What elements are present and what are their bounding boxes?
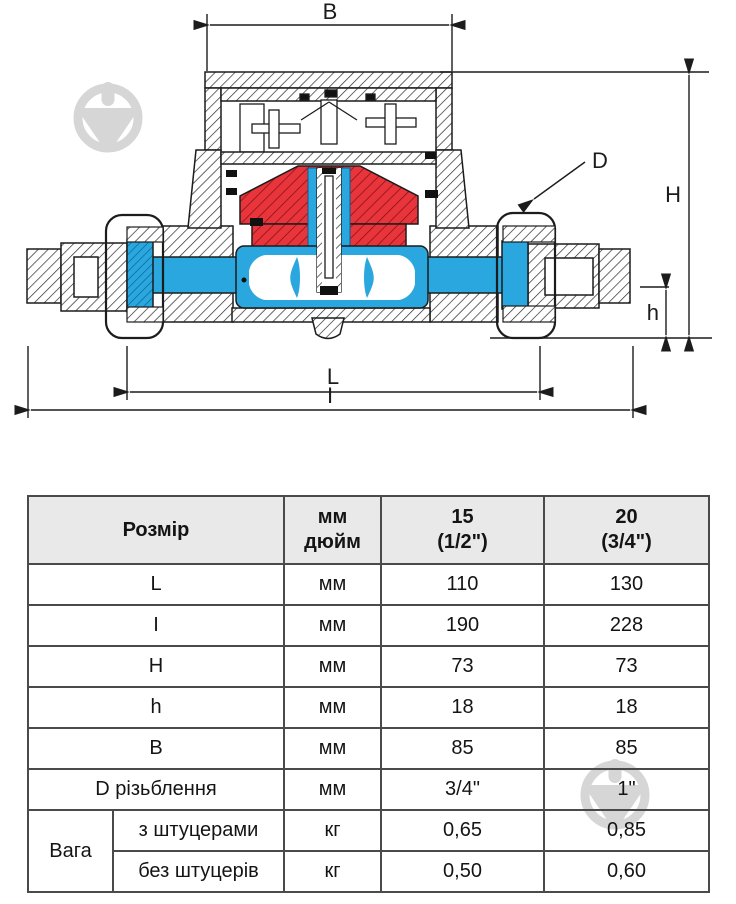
nut-liner-left: [126, 239, 154, 313]
row-unit: кг: [283, 809, 382, 852]
row-name: I: [27, 604, 285, 647]
dim-label-i: I: [327, 383, 333, 408]
table-header-row: Розмір мм дюйм 15 (1/2") 20 (3/4"): [27, 495, 710, 565]
row-dn20: 1": [543, 768, 710, 811]
row-dn15: 110: [380, 563, 545, 606]
row-unit: мм: [283, 604, 382, 647]
nut-grip-sections: [126, 225, 556, 323]
dim-label-h-big: H: [665, 182, 681, 207]
dim-label-b: B: [323, 0, 338, 24]
row-dn20: 73: [543, 645, 710, 688]
spec-table: Розмір мм дюйм 15 (1/2") 20 (3/4") L мм …: [27, 495, 710, 893]
header-size: Розмір: [27, 495, 285, 565]
register-mechanism: [239, 89, 417, 153]
dimension-h-big: H: [440, 58, 712, 352]
row-dn20: 18: [543, 686, 710, 729]
coupling-nut-left: [104, 213, 165, 340]
dim-label-l: L: [327, 364, 339, 389]
row-unit: мм: [283, 645, 382, 688]
table-row-weight: без штуцерів кг 0,50 0,60: [28, 850, 710, 893]
row-dn20: 228: [543, 604, 710, 647]
row-dn15: 73: [380, 645, 545, 688]
row-dn20: 0,60: [543, 850, 710, 893]
spindle-column: [316, 167, 342, 295]
row-unit: мм: [283, 727, 382, 770]
row-dn15: 18: [380, 686, 545, 729]
header-dn15: 15 (1/2"): [380, 495, 545, 565]
meter-head: [187, 71, 470, 229]
row-dn15: 85: [380, 727, 545, 770]
header-dn15-line1: 15: [451, 506, 474, 528]
header-dn15-line2: (1/2"): [437, 531, 488, 553]
dimension-b: B: [193, 0, 466, 71]
dimension-i: I: [14, 346, 647, 418]
table-row: L мм 110 130: [27, 563, 710, 606]
table-row: B мм 85 85: [27, 727, 710, 770]
drain-boss: [311, 317, 345, 340]
table-row-weight: Вага з штуцерами кг 0,65 0,85: [27, 809, 710, 893]
row-dn15: 0,65: [380, 809, 545, 852]
row-unit: мм: [283, 768, 382, 811]
row-unit: мм: [283, 563, 382, 606]
row-dn15: 0,50: [380, 850, 545, 893]
row-name: без штуцерів: [112, 850, 285, 893]
row-unit: мм: [283, 686, 382, 729]
row-name: з штуцерами: [112, 809, 285, 852]
table-row: I мм 190 228: [27, 604, 710, 647]
water-meter-cross-section-diagram: B H h D L: [14, 0, 712, 418]
tailpiece-right: [527, 243, 631, 309]
table-row: D різьблення мм 3/4" 1": [27, 768, 710, 811]
row-name: L: [27, 563, 285, 606]
header-dn20-line2: (3/4"): [601, 531, 652, 553]
table-row: H мм 73 73: [27, 645, 710, 688]
dimension-h-small: h: [640, 273, 672, 352]
header-dn20-line1: 20: [615, 506, 638, 528]
dimension-l: L: [113, 346, 554, 400]
leader-d: D: [517, 148, 608, 213]
header-unit-line1: мм: [317, 506, 348, 528]
dim-label-h-small: h: [647, 300, 659, 325]
row-name: H: [27, 645, 285, 688]
valve-seats: [249, 255, 415, 300]
dim-label-d: D: [592, 148, 608, 173]
header-unit-line2: дюйм: [304, 531, 361, 553]
row-dn20: 130: [543, 563, 710, 606]
row-dn15: 3/4": [380, 768, 545, 811]
row-name: D різьблення: [27, 768, 285, 811]
row-dn15: 190: [380, 604, 545, 647]
header-dn20: 20 (3/4"): [543, 495, 710, 565]
row-dn20: 85: [543, 727, 710, 770]
seals: [226, 152, 438, 226]
row-name: B: [27, 727, 285, 770]
nut-liner-right: [501, 240, 529, 310]
row-dn20: 0,85: [543, 809, 710, 852]
weight-group-label: Вага: [27, 809, 114, 893]
watermark-logo: [73, 82, 143, 153]
tailpiece-left: [26, 242, 128, 312]
row-unit: кг: [283, 850, 382, 893]
header-unit: мм дюйм: [283, 495, 382, 565]
row-name: h: [27, 686, 285, 729]
table-row: h мм 18 18: [27, 686, 710, 729]
